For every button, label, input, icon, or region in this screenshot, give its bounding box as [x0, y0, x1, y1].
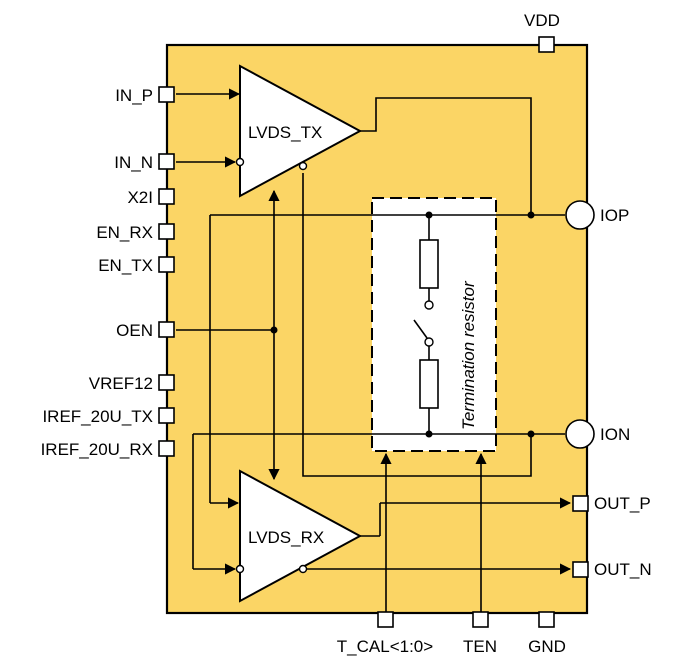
- pin-in-p-pad: [158, 86, 175, 103]
- pin-vref12-pad: [158, 374, 175, 391]
- pin-oen-pad: [158, 321, 175, 338]
- pin-out-n-pad: [572, 561, 589, 578]
- pin-vdd-label: VDD: [524, 11, 560, 30]
- pin-in-p-label: IN_P: [115, 86, 153, 105]
- pin-x2i-pad: [158, 188, 175, 205]
- tx-in-n-bubble: [235, 157, 245, 167]
- pin-iref-tx-pad: [158, 407, 175, 424]
- pin-ion-pad: [565, 419, 595, 449]
- resistor-lower: [419, 359, 439, 409]
- pin-en-tx-label: EN_TX: [98, 256, 153, 275]
- pin-iref-rx-pad: [158, 440, 175, 457]
- rx-out-n-bubble: [298, 564, 308, 574]
- pin-t-cal-pad: [377, 611, 394, 628]
- pin-out-p-pad: [572, 495, 589, 512]
- pin-en-rx-pad: [158, 223, 175, 240]
- pin-gnd-label: GND: [528, 637, 566, 656]
- pin-iref-rx-label: IREF_20U_RX: [41, 440, 153, 459]
- pin-en-rx-label: EN_RX: [96, 223, 153, 242]
- pin-ten-label: TEN: [463, 637, 497, 656]
- rx-in-n-bubble: [235, 564, 245, 574]
- pin-iop-pad: [565, 200, 595, 230]
- pin-in-n-label: IN_N: [114, 153, 153, 172]
- pin-en-tx-pad: [158, 256, 175, 273]
- wiring: [176, 88, 572, 612]
- termination-resistor-label: Termination resistor: [459, 280, 478, 430]
- pin-ion-label: ION: [600, 425, 630, 444]
- tx-out-n-bubble: [298, 161, 308, 171]
- lvds-tx-label: LVDS_TX: [248, 123, 322, 142]
- pin-vdd-pad: [538, 36, 555, 53]
- pin-iref-tx-label: IREF_20U_TX: [42, 407, 153, 426]
- pin-out-p-label: OUT_P: [594, 494, 651, 513]
- pin-out-n-label: OUT_N: [594, 560, 652, 579]
- pin-oen-label: OEN: [116, 321, 153, 340]
- pin-gnd-pad: [538, 611, 555, 628]
- junction-dots: [270, 211, 535, 438]
- pin-iop-label: IOP: [600, 206, 629, 225]
- pin-x2i-label: X2I: [127, 188, 153, 207]
- pin-vref12-label: VREF12: [89, 374, 153, 393]
- pin-ten-pad: [472, 611, 489, 628]
- lvds-rx-label: LVDS_RX: [248, 528, 324, 547]
- resistor-upper: [419, 239, 439, 289]
- pin-t-cal-label: T_CAL<1:0>: [337, 637, 433, 656]
- pin-in-n-pad: [158, 153, 175, 170]
